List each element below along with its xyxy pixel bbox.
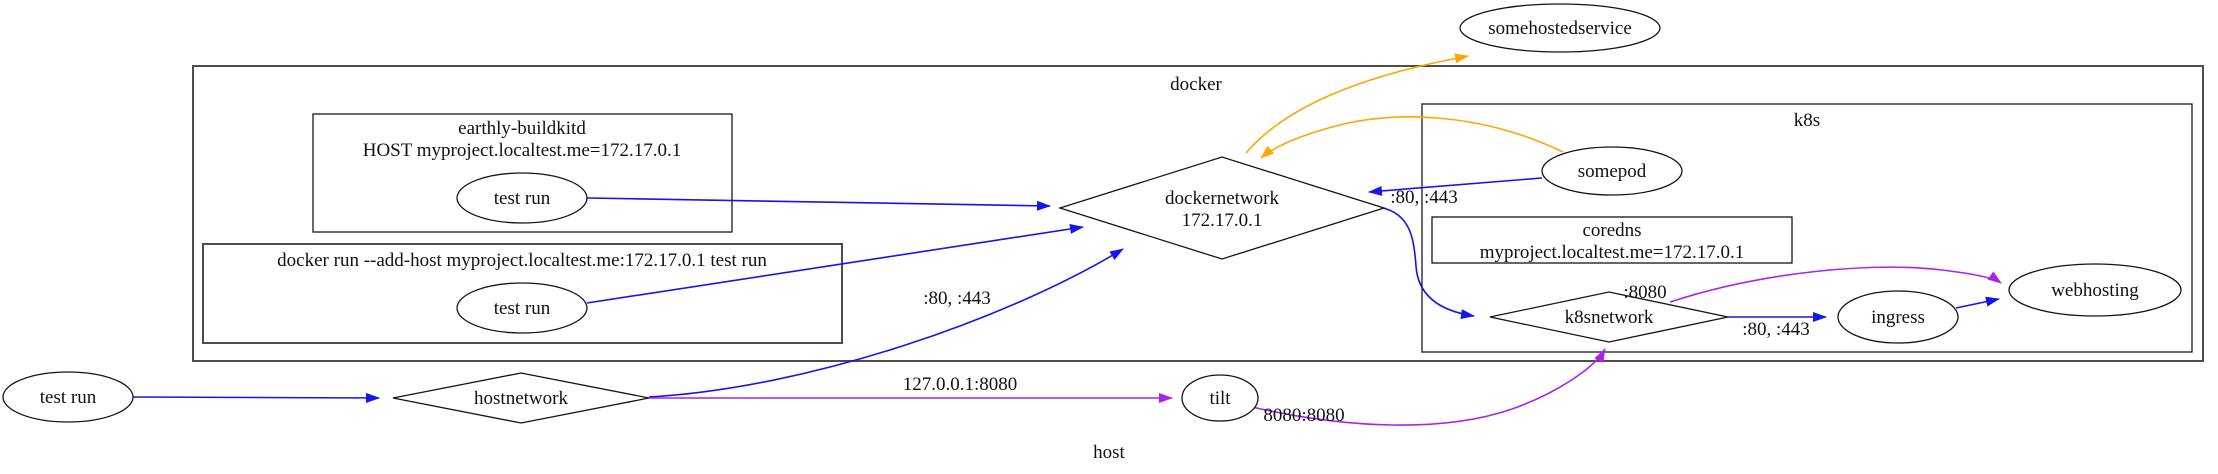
node-somehostedservice-shape <box>1459 3 1661 53</box>
node-somepod-label: somepod <box>1578 161 1647 182</box>
cluster-k8s-label: k8s <box>1794 110 1820 131</box>
edge-label-tilt-to-k8snetwork: 8080:8080 <box>1263 405 1344 426</box>
node-test-run-docker-label: test run <box>494 298 551 319</box>
edge-host-testrun-to-hostnetwork <box>132 392 380 403</box>
edge-k8snetwork-to-webhosting <box>1669 266 2002 303</box>
node-tilt-label: tilt <box>1209 388 1231 409</box>
cluster-earthly-buildkitd-box <box>312 113 733 233</box>
node-test-run-earthly-label: test run <box>494 188 551 209</box>
node-coredns-label: myproject.localtest.me=172.17.0.1 <box>1480 242 1745 263</box>
cluster-layer <box>192 65 2204 362</box>
edge-dockernetwork-to-k8snetwork <box>1382 207 1475 320</box>
edge-hostnetwork-to-dockernetwork <box>648 248 1124 398</box>
cluster-docker-run-box <box>202 243 843 344</box>
node-hostnetwork-shape <box>392 372 650 424</box>
node-dockernetwork-shape <box>1057 156 1387 260</box>
edge-ingress-to-webhosting <box>1955 296 2000 309</box>
node-k8snetwork-shape <box>1489 291 1729 343</box>
cluster-k8s-box <box>1421 103 2193 353</box>
node-layer <box>2 3 2182 424</box>
edge-tilt-to-k8snetwork <box>1251 348 1606 426</box>
node-ingress-label: ingress <box>1871 307 1925 328</box>
edge-docker-testrun-to-dockernetwork <box>586 224 1084 304</box>
cluster-docker-box <box>192 65 2204 362</box>
node-test-run-earthly-shape <box>456 172 588 224</box>
node-test-run-host-label: test run <box>40 387 97 408</box>
node-test-run-host-shape <box>2 371 134 423</box>
edge-label-somepod-to-dockernetwork: :80, :443 <box>1390 187 1458 208</box>
node-somehostedservice-label: somehostedservice <box>1488 18 1632 39</box>
cluster-earthly-buildkitd-label: earthly-buildkitd <box>458 118 586 139</box>
edge-label-k8snetwork-to-ingress: :80, :443 <box>1742 319 1810 340</box>
node-hostnetwork-label: hostnetwork <box>474 388 568 409</box>
edge-label-hostnetwork-to-tilt: 127.0.0.1:8080 <box>903 374 1018 395</box>
edge-earthly-testrun-to-dockernetwork <box>586 197 1051 211</box>
node-k8snetwork-label: k8snetwork <box>1565 307 1654 328</box>
node-tilt-shape <box>1181 374 1259 422</box>
edge-layer <box>132 53 2002 426</box>
node-coredns-shape <box>1431 216 1793 264</box>
cluster-docker-run-label: docker run --add-host myproject.localtes… <box>277 250 767 271</box>
node-somepod-shape <box>1541 146 1683 196</box>
node-dockernetwork-label: dockernetwork <box>1165 188 1279 209</box>
edge-somepod-to-dockernetwork-gateway <box>1260 116 1564 159</box>
node-ingress-shape <box>1837 290 1959 344</box>
cluster-earthly-buildkitd-label: HOST myproject.localtest.me=172.17.0.1 <box>363 140 682 161</box>
edge-somepod-to-dockernetwork <box>1368 177 1543 196</box>
edge-label-hostnetwork-to-dockernetwork: :80, :443 <box>923 288 991 309</box>
cluster-docker-label: docker <box>1170 74 1222 95</box>
node-dockernetwork-label: 172.17.0.1 <box>1182 210 1263 231</box>
node-webhosting-label: webhosting <box>2051 280 2139 301</box>
edge-dockernetwork-to-somehostedservice <box>1245 53 1469 154</box>
cluster-host-label: host <box>1093 442 1125 463</box>
node-test-run-docker-shape <box>456 282 588 334</box>
node-webhosting-shape <box>2008 263 2182 317</box>
node-coredns-label: coredns <box>1582 220 1641 241</box>
edge-label-k8snetwork-to-webhosting: :8080 <box>1623 282 1666 303</box>
